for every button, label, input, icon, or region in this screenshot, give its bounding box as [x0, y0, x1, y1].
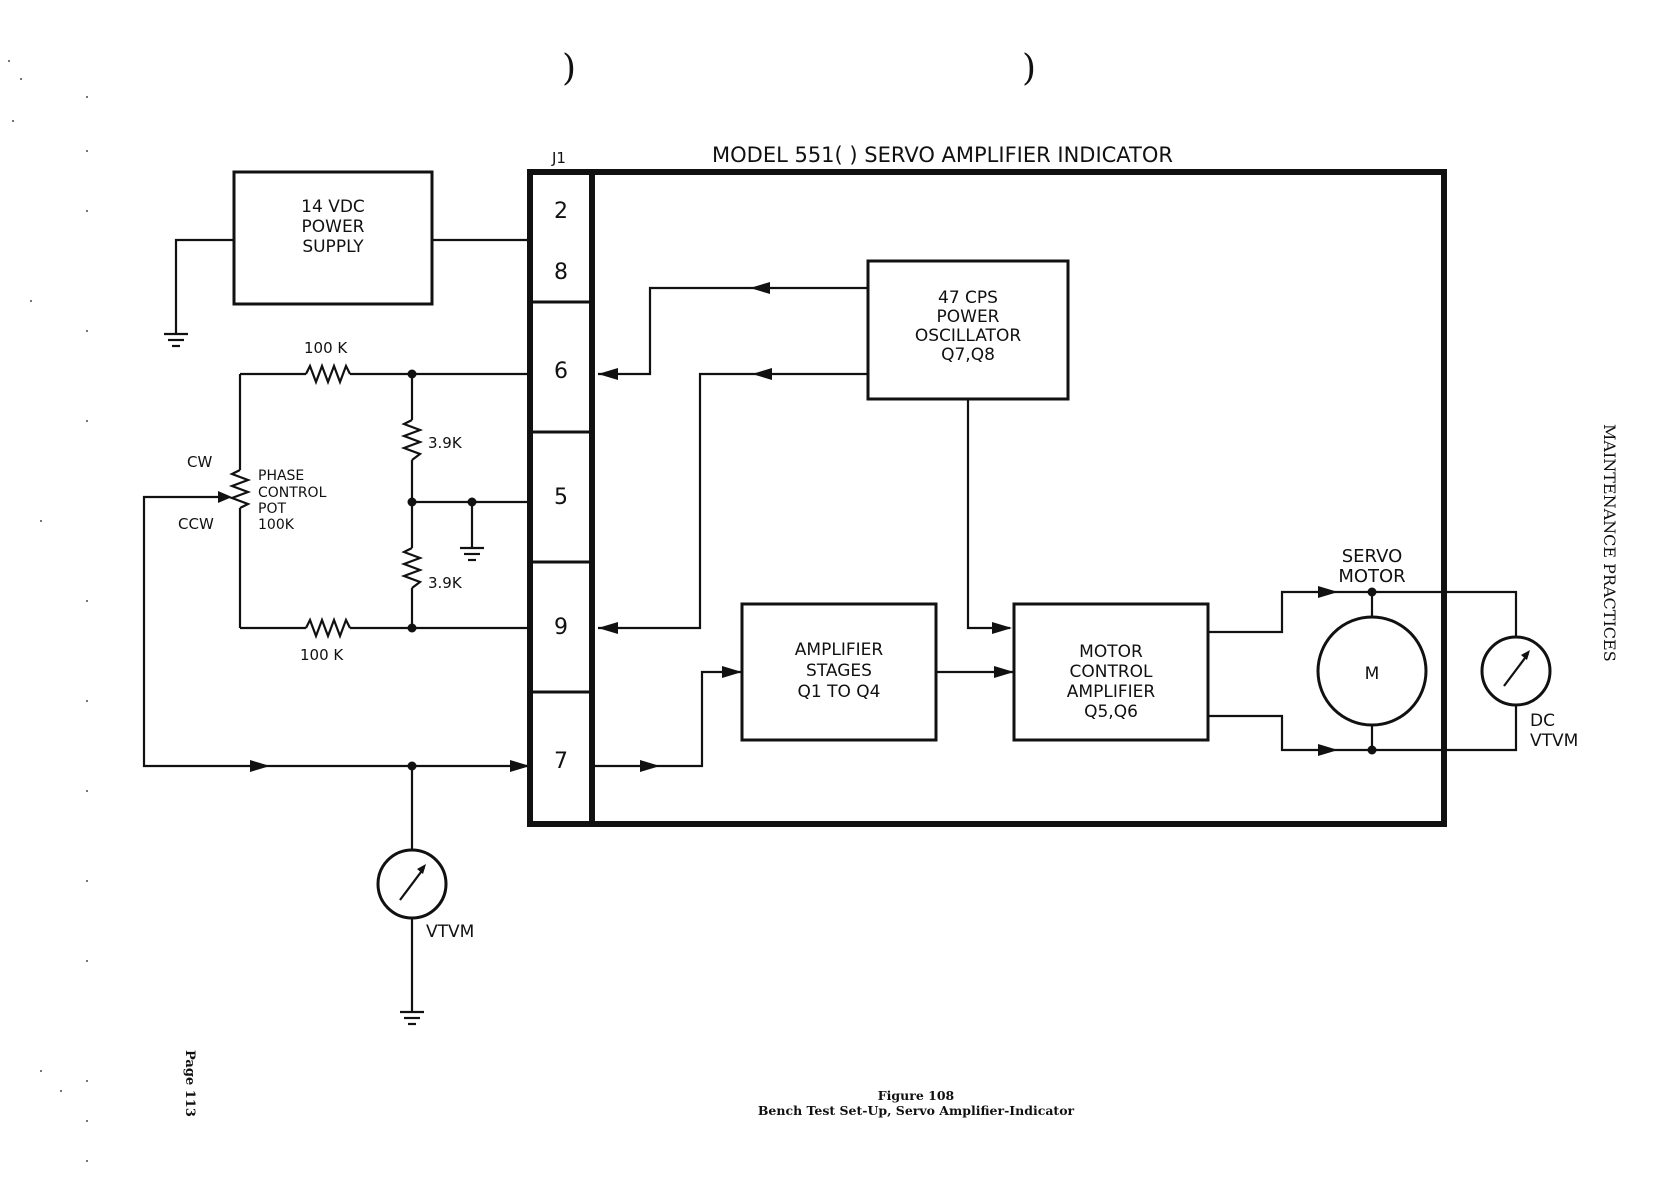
dc-vtvm-meter-icon	[1480, 635, 1552, 707]
resistor-3-9k-lower	[400, 547, 424, 589]
ground-symbol	[400, 1010, 424, 1026]
connector-label: J1	[551, 149, 566, 167]
pot-label: PHASE	[258, 468, 304, 484]
power-supply-label: POWER	[302, 217, 365, 237]
scan-speckle	[8, 60, 88, 1162]
scan-mark: )	[562, 48, 576, 89]
meter-needle	[1503, 653, 1529, 687]
arrow-icon	[598, 622, 618, 634]
power-supply-box	[232, 170, 434, 306]
amplifier-stages-label: AMPLIFIER	[795, 640, 884, 660]
power-ground-wire	[174, 238, 234, 334]
arrow-icon	[250, 760, 270, 772]
oscillator-label: Q7,Q8	[941, 345, 995, 365]
power-supply-label: 14 VDC	[301, 197, 365, 217]
arrow-icon	[994, 666, 1014, 678]
arrow-icon	[750, 282, 770, 294]
resistor-100k-bottom	[305, 616, 351, 640]
motor-control-label: CONTROL	[1069, 662, 1153, 682]
arrow-icon	[640, 760, 660, 772]
junction-dot	[407, 623, 417, 633]
pot-label: POT	[258, 501, 286, 517]
amplifier-indicator-enclosure	[527, 169, 1447, 827]
pin-7: 7	[554, 749, 568, 774]
motor-control-label: MOTOR	[1079, 642, 1143, 662]
resistor-lower-label: 3.9K	[428, 574, 463, 592]
amplifier-stages-label: STAGES	[806, 661, 872, 681]
servo-motor-icon	[1316, 615, 1428, 727]
arrow-icon	[722, 666, 742, 678]
side-header: MAINTENANCE PRACTICES	[1600, 424, 1619, 662]
pin-5: 5	[554, 485, 568, 510]
amplifier-stages-label: Q1 TO Q4	[798, 682, 881, 702]
pin-6: 6	[554, 359, 568, 384]
pin-2: 2	[554, 199, 568, 224]
ground-symbol	[460, 546, 484, 562]
resistor-bottom-label: 100 K	[300, 646, 344, 664]
figure-caption: Bench Test Set-Up, Servo Amplifier-Indic…	[758, 1103, 1075, 1118]
junction-dot	[407, 369, 417, 379]
arrow-icon	[1318, 586, 1338, 598]
figure-number: Figure 108	[878, 1088, 955, 1103]
vtvm-label: VTVM	[426, 922, 474, 942]
servo-motor-label: MOTOR	[1338, 566, 1405, 587]
scan-mark: )	[1022, 48, 1036, 89]
resistor-upper-label: 3.9K	[428, 434, 463, 452]
page-label: Page 113	[182, 1050, 197, 1117]
pin-9: 9	[554, 615, 568, 640]
motor-control-label: AMPLIFIER	[1067, 682, 1156, 702]
junction-dot	[407, 497, 417, 507]
motor-drive-wire-top	[1208, 590, 1372, 634]
motor-control-label: Q5,Q6	[1084, 702, 1138, 722]
power-supply-label: SUPPLY	[302, 237, 364, 257]
ground-symbol	[164, 332, 188, 348]
meter-needle	[399, 867, 425, 901]
ccw-label: CCW	[178, 515, 214, 533]
wiper-to-pin7-wire	[142, 495, 530, 768]
dc-vtvm-label: VTVM	[1530, 731, 1578, 751]
resistor-100k-top	[305, 362, 351, 386]
motor-drive-wire-bottom	[1208, 714, 1372, 752]
osc-to-motor-control-wire	[966, 399, 1010, 630]
cw-label: CW	[187, 453, 212, 471]
arrow-icon	[992, 622, 1012, 634]
motor-symbol: M	[1365, 664, 1380, 684]
osc-to-pin6-wire	[598, 286, 868, 376]
pot-label: 100K	[258, 517, 295, 533]
arrow-icon	[1521, 650, 1530, 660]
arrow-icon	[598, 368, 618, 380]
pot-wiper-arrow-icon	[218, 491, 232, 503]
arrow-icon	[1318, 744, 1338, 756]
servo-motor-label: SERVO	[1342, 546, 1403, 567]
phase-control-pot	[228, 469, 252, 509]
dc-vtvm-wire-bottom	[1372, 706, 1518, 752]
dc-vtvm-label: DC	[1530, 711, 1555, 731]
osc-to-pin9-wire	[598, 372, 868, 630]
pot-label: CONTROL	[258, 485, 327, 501]
oscillator-label: OSCILLATOR	[915, 326, 1021, 346]
arrow-icon	[752, 368, 772, 380]
diagram-title: MODEL 551( ) SERVO AMPLIFIER INDICATOR	[712, 143, 1173, 167]
resistor-top-label: 100 K	[304, 339, 348, 357]
oscillator-label: POWER	[937, 307, 1000, 327]
arrow-icon	[510, 760, 530, 772]
resistor-3-9k-upper	[400, 419, 424, 461]
oscillator-label: 47 CPS	[938, 288, 998, 308]
pin7-to-amp-wire	[592, 670, 742, 768]
pin-8: 8	[554, 260, 568, 285]
dc-vtvm-wire-top	[1372, 590, 1518, 636]
motor-control-box	[1012, 602, 1210, 742]
arrow-icon	[417, 864, 426, 874]
